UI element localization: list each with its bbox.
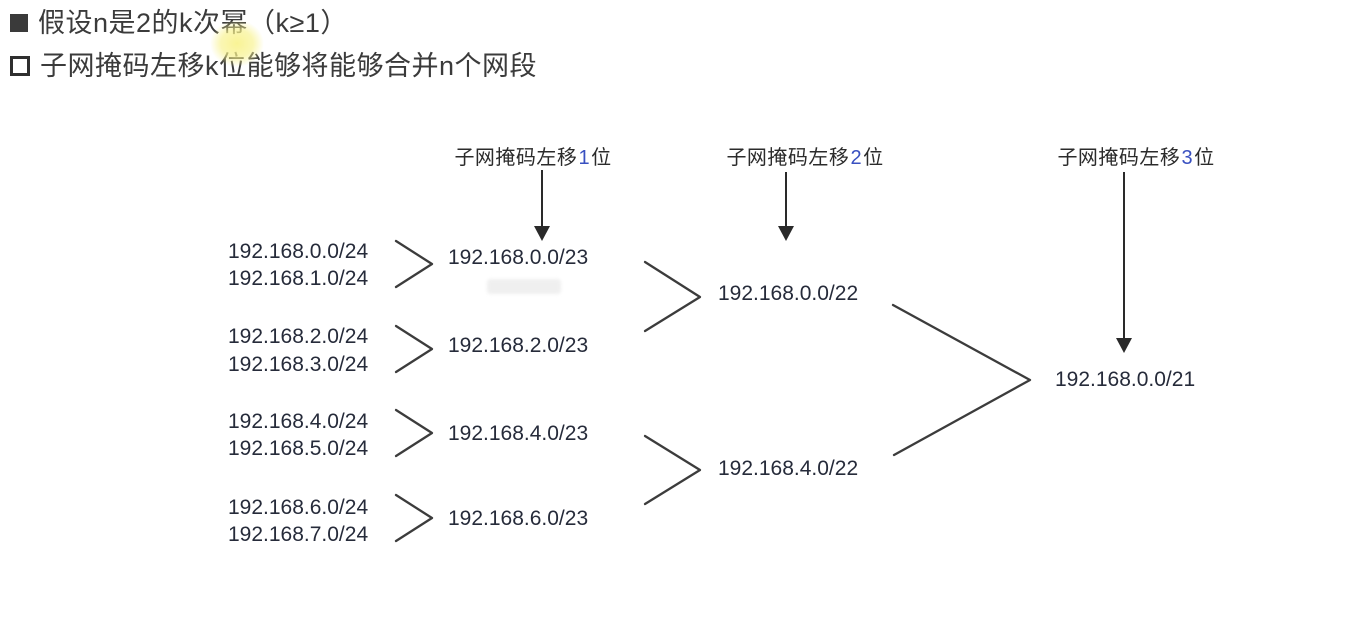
shift-2-header-prefix: 子网掩码左移 — [726, 147, 850, 169]
subnet-label-24-3: 192.168.3.0/24 — [228, 353, 369, 376]
subnet-label-24-7: 192.168.7.0/24 — [228, 523, 369, 546]
filled-square-bullet-icon — [10, 14, 28, 32]
subnet-label-23-0: 192.168.0.0/23 — [448, 246, 589, 269]
pair-chevron-4 — [394, 493, 434, 543]
shift-2-header-num: 2 — [850, 147, 863, 169]
subnet-label-24-4: 192.168.4.0/24 — [228, 410, 369, 433]
bullet-line-1: 假设n是2的k次幂（k≥1） — [10, 7, 348, 39]
shift-1-header-num: 1 — [578, 147, 591, 169]
shift-3-arrowhead-icon — [1116, 338, 1132, 353]
bullet-line-2: 子网掩码左移k位能够将能够合并n个网段 — [10, 50, 537, 82]
subnet-label-22-0: 192.168.0.0/22 — [718, 282, 859, 305]
subnet-label-24-1: 192.168.1.0/24 — [228, 267, 369, 290]
shift-1-header: 子网掩码左移1位 — [433, 141, 633, 170]
shift-3-header: 子网掩码左移3位 — [1036, 141, 1236, 170]
shift-1-header-prefix: 子网掩码左移 — [454, 147, 578, 169]
pair-chevron-2 — [394, 324, 434, 374]
subnet-label-24-5: 192.168.5.0/24 — [228, 437, 369, 460]
pair-chevron-3 — [394, 408, 434, 458]
merge-chevron-21 — [891, 303, 1032, 457]
shift-3-header-suffix: 位 — [1194, 147, 1215, 169]
subnet-label-24-6: 192.168.6.0/24 — [228, 496, 369, 519]
shift-1-header-suffix: 位 — [591, 147, 612, 169]
pair-chevron-1 — [394, 239, 434, 289]
shift-3-header-prefix: 子网掩码左移 — [1057, 147, 1181, 169]
title-line-1-text: 假设n是2的k次幂（k≥1） — [38, 8, 348, 38]
title-line-2-text: 子网掩码左移k位能够将能够合并n个网段 — [40, 51, 538, 81]
shift-2-arrowhead-icon — [778, 226, 794, 241]
subnet-label-23-2: 192.168.4.0/23 — [448, 422, 589, 445]
hollow-square-bullet-icon — [10, 56, 30, 76]
subnet-label-23-1: 192.168.2.0/23 — [448, 334, 589, 357]
shift-3-header-num: 3 — [1181, 147, 1194, 169]
shift-1-arrowhead-icon — [534, 226, 550, 241]
shift-2-header-suffix: 位 — [863, 147, 884, 169]
merge-chevron-22-top — [643, 260, 702, 333]
subnet-label-23-3: 192.168.6.0/23 — [448, 507, 589, 530]
subnet-label-24-2: 192.168.2.0/24 — [228, 325, 369, 348]
subnet-label-24-0: 192.168.0.0/24 — [228, 240, 369, 263]
shift-2-header: 子网掩码左移2位 — [705, 141, 905, 170]
subnet-label-22-1: 192.168.4.0/22 — [718, 457, 859, 480]
watermark-smudge — [487, 279, 561, 294]
subnet-label-21-0: 192.168.0.0/21 — [1055, 368, 1196, 391]
merge-chevron-22-bottom — [643, 434, 702, 506]
